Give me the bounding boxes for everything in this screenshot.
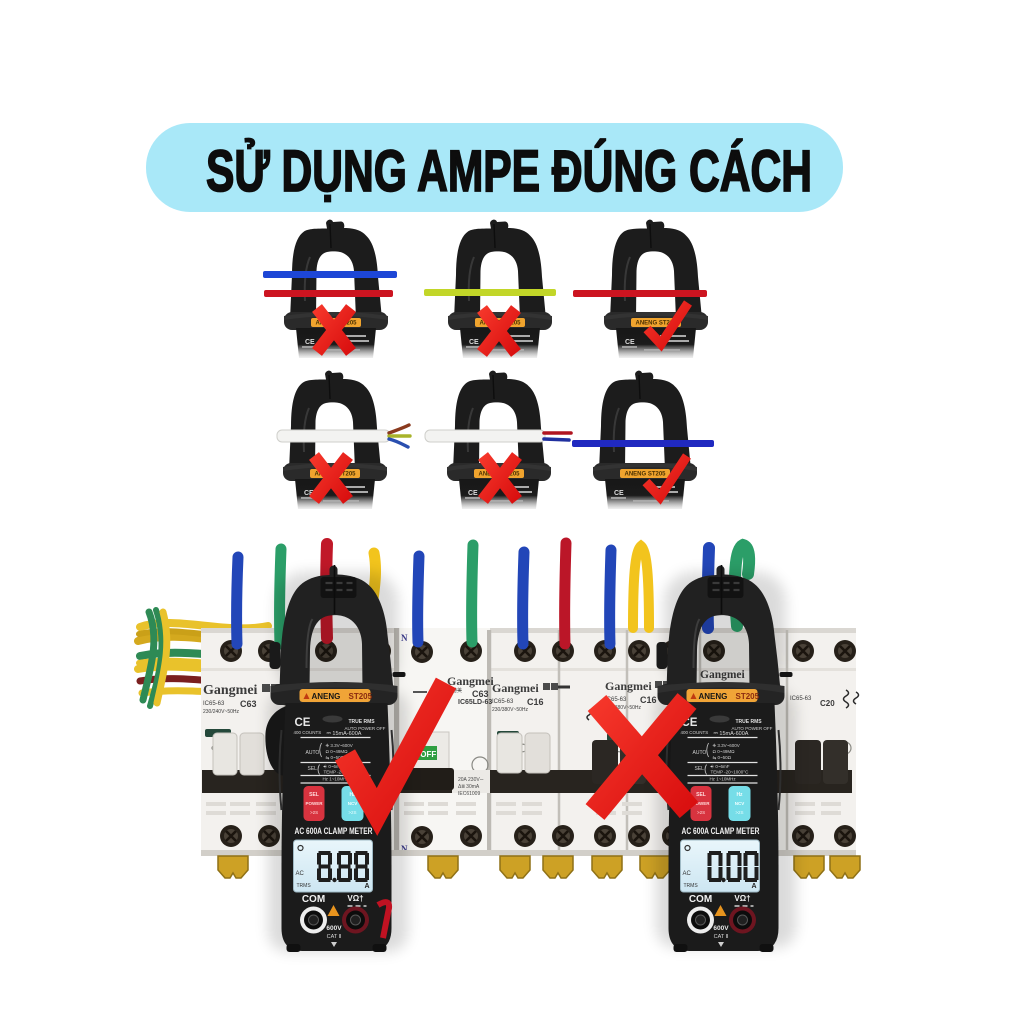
svg-text:港美: 港美 — [452, 687, 462, 694]
svg-text:20A 230V∼: 20A 230V∼ — [458, 777, 484, 783]
svg-text:IC65-63: IC65-63 — [492, 699, 514, 705]
svg-text:Gangmei: Gangmei — [447, 674, 494, 688]
svg-text:Gangmei: Gangmei — [492, 681, 539, 695]
svg-text:Gangmei: Gangmei — [605, 679, 652, 693]
svg-text:SỬ DỤNG AMPE ĐÚNG CÁCH: SỬ DỤNG AMPE ĐÚNG CÁCH — [206, 139, 812, 204]
svg-text:230/380V~50Hz: 230/380V~50Hz — [492, 707, 529, 713]
svg-text:IEC61009: IEC61009 — [458, 791, 480, 797]
svg-text:ΔⅢ 30mA: ΔⅢ 30mA — [458, 784, 480, 790]
svg-text:D-OFF: D-OFF — [412, 750, 437, 759]
svg-text:IC65-63: IC65-63 — [790, 696, 812, 702]
svg-text:IC65LD-63: IC65LD-63 — [458, 699, 492, 706]
svg-text:C20: C20 — [820, 699, 835, 708]
svg-text:230/380V~50Hz: 230/380V~50Hz — [605, 705, 642, 711]
svg-text:230/240V~50Hz: 230/240V~50Hz — [203, 709, 240, 715]
svg-text:N: N — [401, 633, 408, 643]
svg-text:IC65-63: IC65-63 — [605, 697, 627, 703]
svg-text:C16: C16 — [640, 695, 657, 705]
svg-text:IC65-63: IC65-63 — [203, 701, 225, 707]
svg-text:C63: C63 — [472, 689, 489, 699]
svg-text:C63: C63 — [240, 699, 257, 709]
svg-text:Gangmei: Gangmei — [203, 683, 258, 698]
svg-text:C16: C16 — [527, 697, 544, 707]
